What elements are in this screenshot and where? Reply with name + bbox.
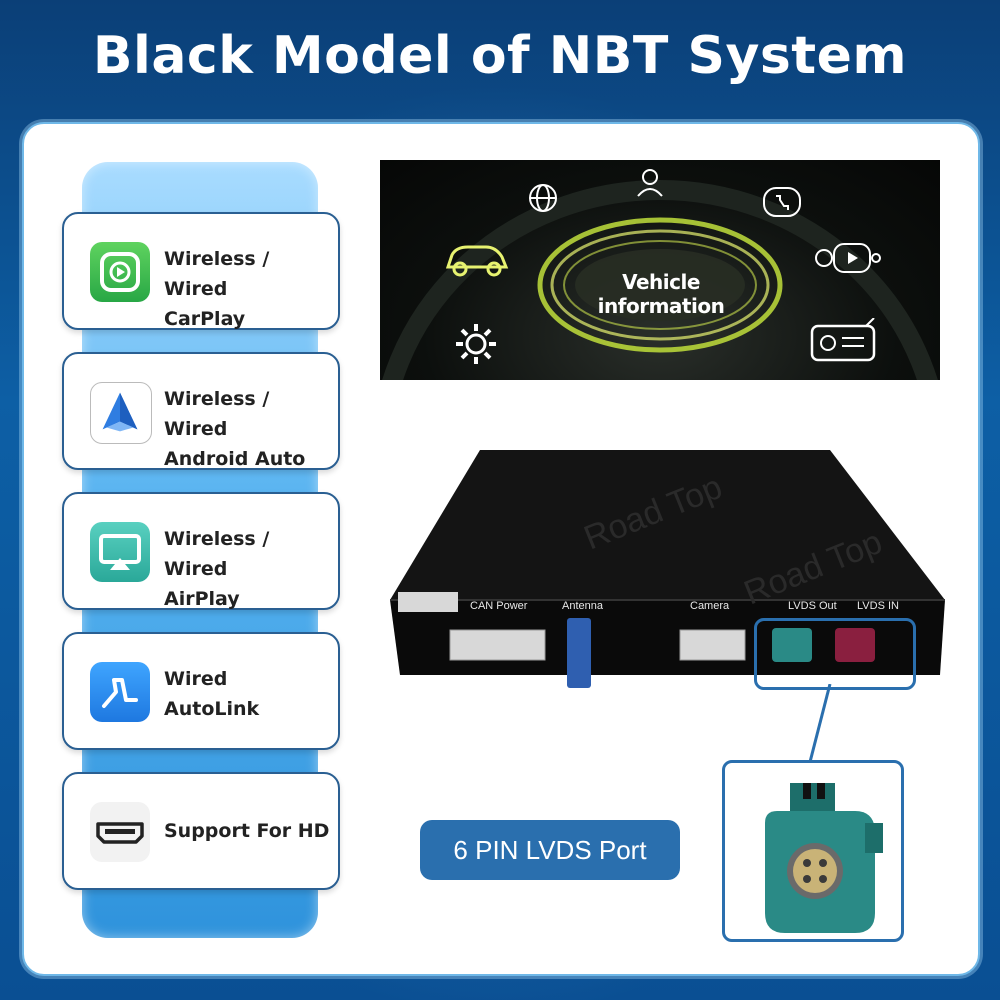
feature-text: Wireless / Wired AirPlay	[164, 524, 338, 614]
feature-text: Wired AutoLink	[164, 664, 259, 724]
android-auto-icon	[90, 382, 152, 444]
feature-text: Support For HD	[164, 816, 329, 846]
feature-line1: Wireless / Wired	[164, 248, 270, 300]
feature-line2: AirPlay	[164, 588, 240, 610]
feature-line2: AutoLink	[164, 698, 260, 720]
feature-text: Wireless / Wired Android Auto	[164, 384, 338, 474]
interface-box: Road Top Road Top	[390, 450, 945, 688]
autolink-icon	[90, 662, 150, 722]
feature-line1: Wireless / Wired	[164, 528, 270, 580]
lvds-port-badge: 6 PIN LVDS Port	[420, 820, 680, 880]
vehicle-screen	[380, 160, 940, 380]
feature-card-airplay: Wireless / Wired AirPlay	[62, 492, 340, 610]
port-label-lvds-out: LVDS Out	[788, 600, 837, 612]
lvds-out-connector	[772, 628, 812, 662]
serial-sticker	[398, 592, 458, 612]
settings-gear-icon	[456, 324, 496, 364]
port-label-can: CAN Power	[470, 600, 528, 612]
globe-icon	[529, 184, 557, 212]
can-power-connector	[449, 629, 546, 661]
feature-card-carplay: Wireless / Wired CarPlay	[62, 212, 340, 330]
radio-icon	[810, 318, 876, 362]
lvds-zoom-view	[722, 760, 904, 942]
feature-card-android-auto: Wireless / Wired Android Auto	[62, 352, 340, 470]
port-label-antenna: Antenna	[562, 600, 603, 612]
port-label-lvds-in: LVDS IN	[857, 600, 899, 612]
carplay-icon	[90, 242, 150, 302]
media-icon	[815, 243, 881, 273]
feature-line1: Support For HD	[164, 820, 330, 842]
feature-line1: Wireless / Wired	[164, 388, 270, 440]
feature-text: Wireless / Wired CarPlay	[164, 244, 338, 334]
feature-card-autolink: Wired AutoLink	[62, 632, 340, 750]
phone-icon	[763, 187, 801, 217]
hdmi-icon	[90, 802, 150, 862]
airplay-icon	[90, 522, 150, 582]
callout-line	[808, 684, 832, 763]
page-title: Black Model of NBT System	[92, 26, 908, 86]
antenna-connector	[567, 618, 591, 688]
port-label-camera: Camera	[690, 600, 730, 612]
screen-label: Vehicle information	[597, 270, 725, 318]
feature-card-hd: Support For HD	[62, 772, 340, 890]
feature-line1: Wired	[164, 668, 228, 690]
car-icon	[445, 245, 509, 277]
feature-line2: Android Auto	[164, 448, 306, 470]
feature-line2: CarPlay	[164, 308, 246, 330]
lvds-highlight	[754, 618, 916, 690]
user-icon	[637, 169, 663, 197]
lvds-in-connector	[835, 628, 875, 662]
camera-connector	[679, 629, 746, 661]
